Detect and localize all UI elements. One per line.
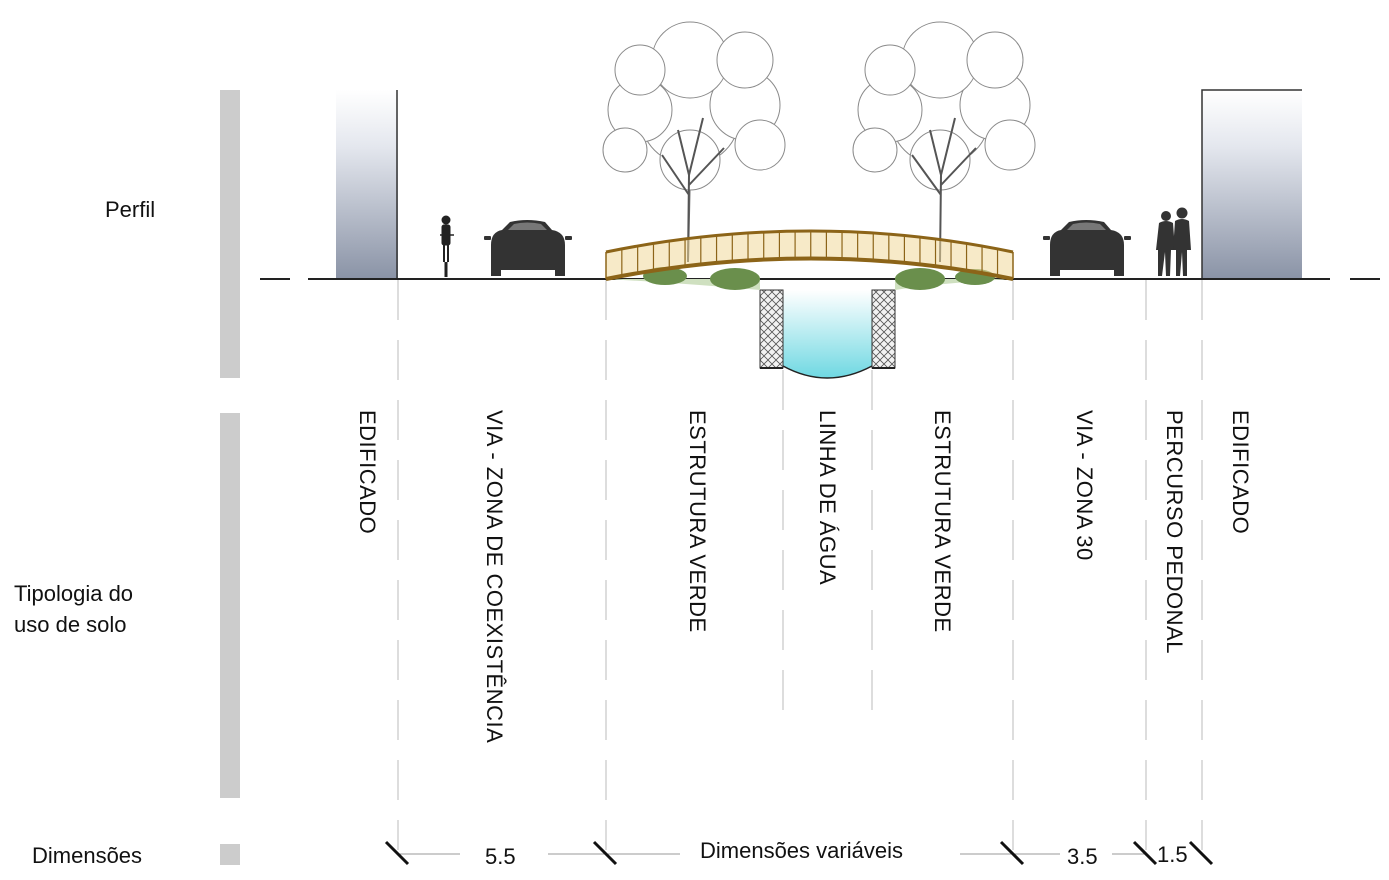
car-left-icon <box>484 220 572 276</box>
zone-label-estrutura-verde-right: ESTRUTURA VERDE <box>930 410 955 633</box>
dimension-percurso-pedonal: 1.5 <box>1157 842 1188 867</box>
dimension-central-variable: Dimensões variáveis <box>700 838 903 863</box>
zone-label-edificado-left: EDIFICADO <box>355 410 380 535</box>
building-left <box>336 90 398 279</box>
building-right <box>1201 89 1302 279</box>
row-label-tipologia-line1: Tipologia do <box>14 581 134 606</box>
typology-side-bar <box>220 413 240 798</box>
pedestrians-icon <box>1156 207 1191 276</box>
tree-left <box>602 21 786 263</box>
cyclist-icon <box>440 215 454 277</box>
dimension-via-zona30: 3.5 <box>1067 844 1098 869</box>
tree-right <box>852 21 1036 263</box>
dimension-ticks <box>384 840 1214 866</box>
car-right-icon <box>1043 220 1131 276</box>
zone-label-percurso-pedonal: PERCURSO PEDONAL <box>1162 410 1187 654</box>
zone-label-estrutura-verde-left: ESTRUTURA VERDE <box>685 410 710 633</box>
dimensions-side-bar <box>220 844 240 865</box>
footbridge <box>605 229 1014 281</box>
dimension-via-coexistencia: 5.5 <box>485 844 516 869</box>
zone-label-via-zona30: VIA - ZONA 30 <box>1072 410 1097 561</box>
profile-side-bar <box>220 90 240 378</box>
row-label-dimensoes: Dimensões <box>32 843 143 868</box>
zone-dividers <box>397 280 1203 850</box>
zone-label-linha-de-agua: LINHA DE ÁGUA <box>815 410 840 586</box>
zone-label-edificado-right: EDIFICADO <box>1228 410 1253 535</box>
river-channel <box>759 289 896 379</box>
zone-label-via-coexistencia: VIA - ZONA DE COEXISTÊNCIA <box>482 410 507 744</box>
row-label-perfil: Perfil <box>105 197 156 222</box>
row-label-tipologia-line2: uso de solo <box>14 612 127 637</box>
